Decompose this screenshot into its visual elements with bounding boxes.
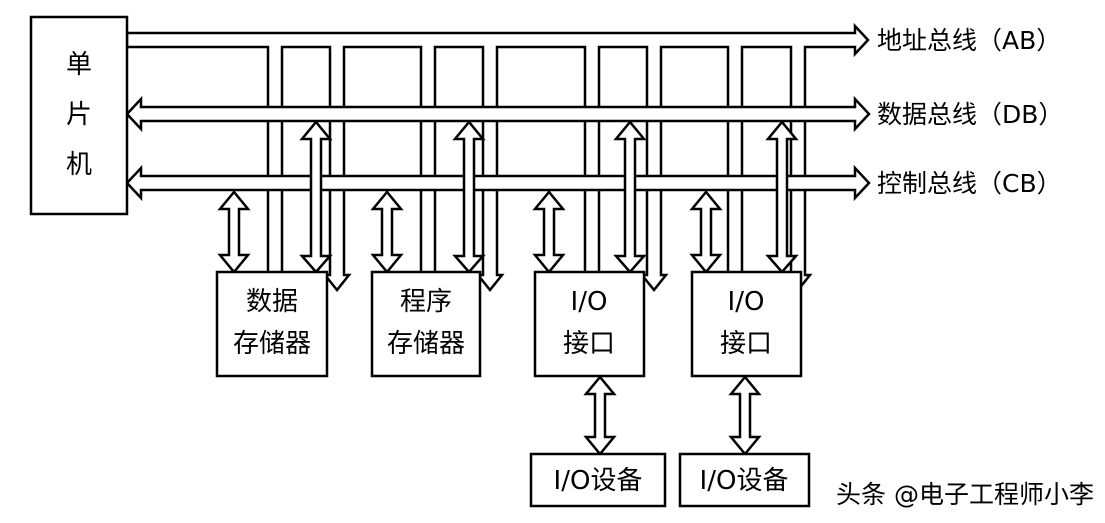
module-label-line1: I/O: [571, 287, 608, 317]
module-label-line2: 存储器: [233, 329, 311, 359]
data-bus-label: 数据总线（DB）: [877, 100, 1063, 129]
data-connector-arrow: [613, 120, 647, 274]
data-bus-arrow: [125, 95, 871, 133]
control-connector-arrow: [689, 190, 723, 274]
module-label-line1: 数据: [246, 287, 298, 317]
module-label-line2: 接口: [563, 329, 615, 359]
data-connector-arrow: [452, 120, 486, 274]
module-label-line1: 程序: [400, 287, 452, 317]
cpu-label-char: 单: [66, 50, 92, 80]
io-device-connector-arrow: [728, 375, 762, 456]
module-box-data-memory: [215, 270, 329, 378]
module-box-program-memory: [370, 270, 482, 378]
device-label: I/O设备: [554, 466, 643, 496]
control-connector-arrow: [217, 190, 251, 274]
control-connector-arrow: [370, 190, 404, 274]
control-bus-label: 控制总线（CB）: [877, 169, 1062, 198]
io-device-connector-arrow: [583, 375, 617, 456]
cpu-label-char: 机: [66, 150, 92, 180]
device-box-1: [529, 452, 667, 508]
cpu-label: 单 片 机: [66, 50, 92, 180]
module-label-line2: 存储器: [387, 329, 465, 359]
module-label-line2: 接口: [720, 329, 772, 359]
address-bus-label: 地址总线（AB）: [877, 26, 1061, 55]
module-box-io-interface-1: [533, 270, 646, 378]
cpu-label-char: 片: [66, 100, 92, 130]
watermark: 头条 @电子工程师小李: [836, 480, 1094, 509]
device-label: I/O设备: [700, 466, 789, 496]
control-connector-arrow: [532, 190, 566, 274]
module-box-io-interface-2: [690, 270, 803, 378]
data-connector-arrow: [299, 120, 333, 274]
cpu-box: [29, 15, 129, 216]
module-label-line1: I/O: [728, 287, 765, 317]
device-box-2: [678, 452, 811, 508]
control-bus-arrow: [125, 164, 871, 202]
